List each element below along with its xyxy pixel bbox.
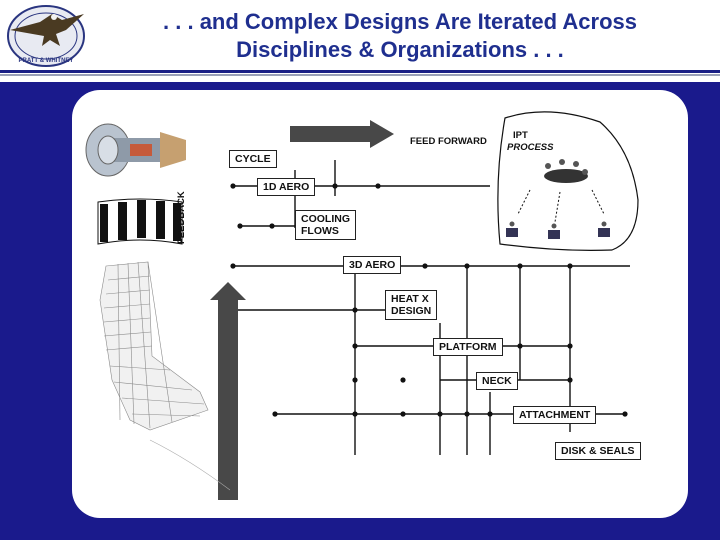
feedback-label: FEEDBACK — [176, 191, 187, 244]
stage-heat-x-design: HEAT X DESIGN — [385, 290, 438, 320]
stage-cycle: CYCLE — [229, 150, 277, 168]
feed-forward-label: FEED FORWARD — [410, 136, 487, 147]
blade-mesh-icon — [99, 261, 231, 491]
engine-cutaway-icon — [85, 123, 186, 177]
eagle-emblem-icon: PRATT & WHITNEY — [7, 5, 85, 67]
blade-slices-icon — [97, 198, 183, 245]
stage-neck: NECK — [476, 372, 518, 390]
ipt-team-icon — [506, 159, 610, 239]
ipt-label-2: PROCESS — [507, 142, 554, 153]
feed-forward-arrow — [290, 120, 394, 148]
header: PRATT & WHITNEY . . . and Complex Design… — [0, 0, 720, 82]
stage-heatx-line-2: DESIGN — [391, 305, 432, 317]
stage-cooling-line-1: COOLING — [301, 213, 350, 225]
feedback-arrow — [210, 282, 246, 500]
logo-text: PRATT & WHITNEY — [19, 58, 74, 64]
title-line-1: . . . and Complex Designs Are Iterated A… — [163, 9, 637, 34]
header-rule — [0, 70, 720, 73]
stage-platform: PLATFORM — [433, 338, 503, 356]
stage-1d-aero: 1D AERO — [257, 178, 316, 196]
stage-disk-seals: DISK & SEALS — [555, 442, 641, 460]
stage-cooling-line-2: FLOWS — [301, 225, 339, 237]
stage-attachment: ATTACHMENT — [513, 406, 597, 424]
stage-heatx-line-1: HEAT X — [391, 293, 429, 305]
stage-cooling-flows: COOLING FLOWS — [295, 210, 356, 240]
title-line-2: Disciplines & Organizations . . . — [236, 37, 564, 62]
page-title: . . . and Complex Designs Are Iterated A… — [100, 8, 700, 64]
header-rule-shadow — [0, 74, 720, 76]
ipt-label-1: IPT — [513, 130, 528, 141]
stage-3d-aero: 3D AERO — [343, 256, 402, 274]
